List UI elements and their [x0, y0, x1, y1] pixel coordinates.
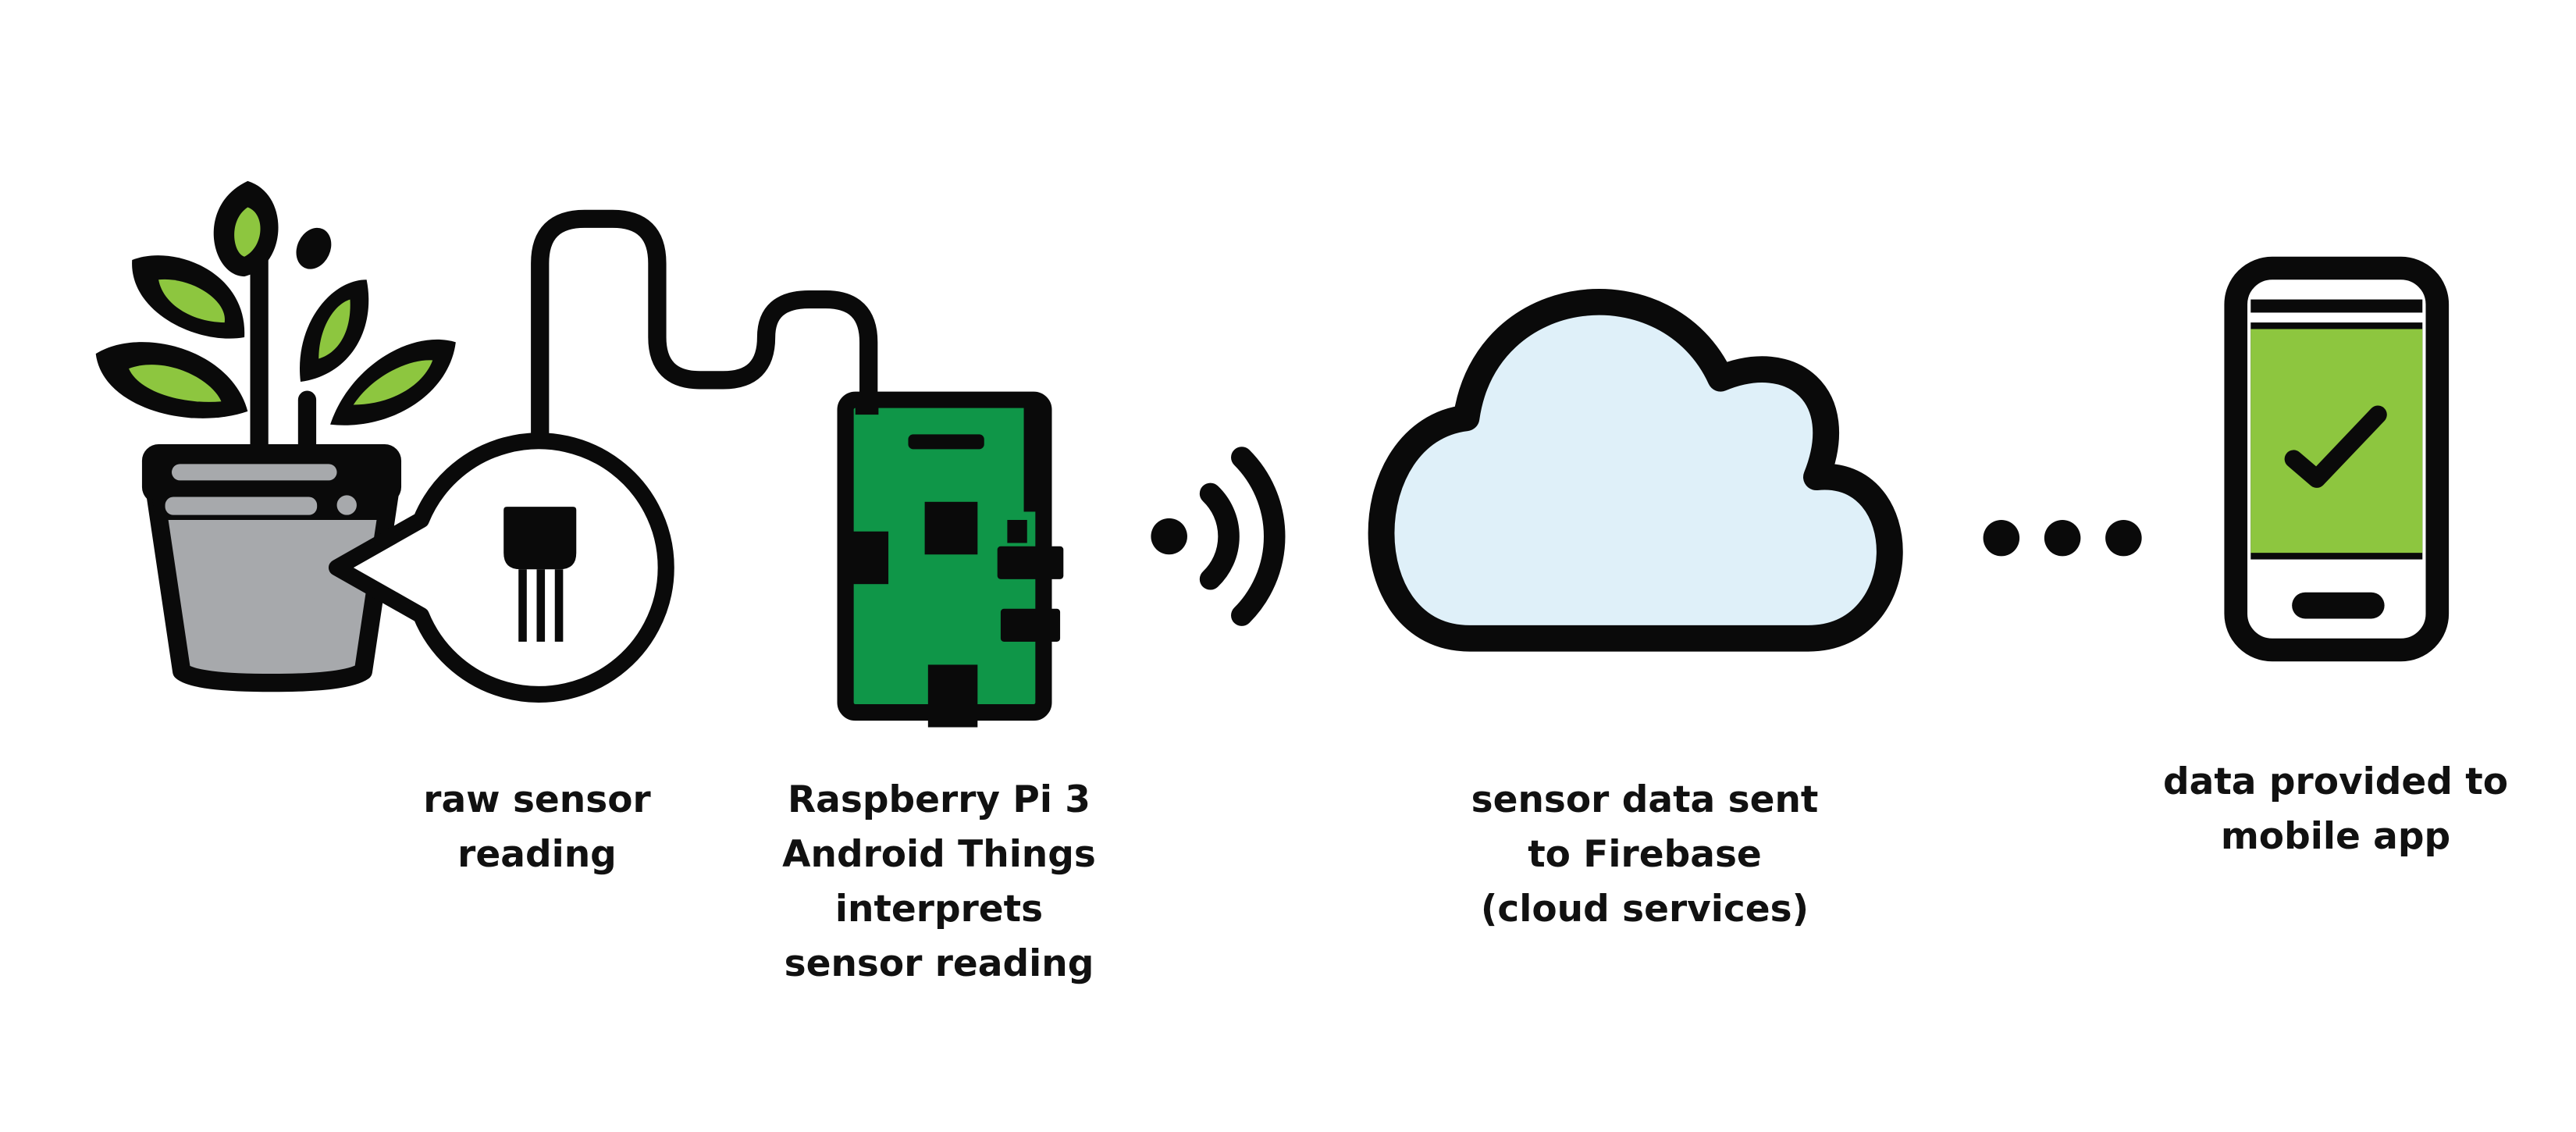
cloud-icon	[1382, 302, 1890, 639]
ellipsis-dots-icon	[1984, 520, 2142, 556]
raspberry-pi-board-icon	[839, 395, 1064, 728]
caption-mobile-app: data provided to mobile app	[2163, 755, 2508, 864]
caption-line: interprets	[782, 882, 1096, 937]
caption-line: to Firebase	[1471, 828, 1819, 882]
caption-line: mobile app	[2163, 810, 2508, 864]
caption-line: Android Things	[782, 828, 1096, 882]
caption-line: data provided to	[2163, 755, 2508, 810]
caption-line: raw sensor	[423, 773, 650, 828]
sensor-cable	[540, 219, 869, 441]
caption-line: reading	[423, 828, 650, 882]
caption-line: Raspberry Pi 3	[782, 773, 1096, 828]
caption-raw-sensor-reading: raw sensor reading	[423, 773, 650, 882]
caption-raspberry-pi: Raspberry Pi 3 Android Things interprets…	[782, 773, 1096, 991]
wireless-signal-icon	[1151, 457, 1274, 615]
caption-cloud-services: sensor data sent to Firebase (cloud serv…	[1471, 773, 1819, 937]
caption-line: (cloud services)	[1471, 882, 1819, 937]
caption-line: sensor reading	[782, 937, 1096, 991]
caption-line: sensor data sent	[1471, 773, 1819, 828]
